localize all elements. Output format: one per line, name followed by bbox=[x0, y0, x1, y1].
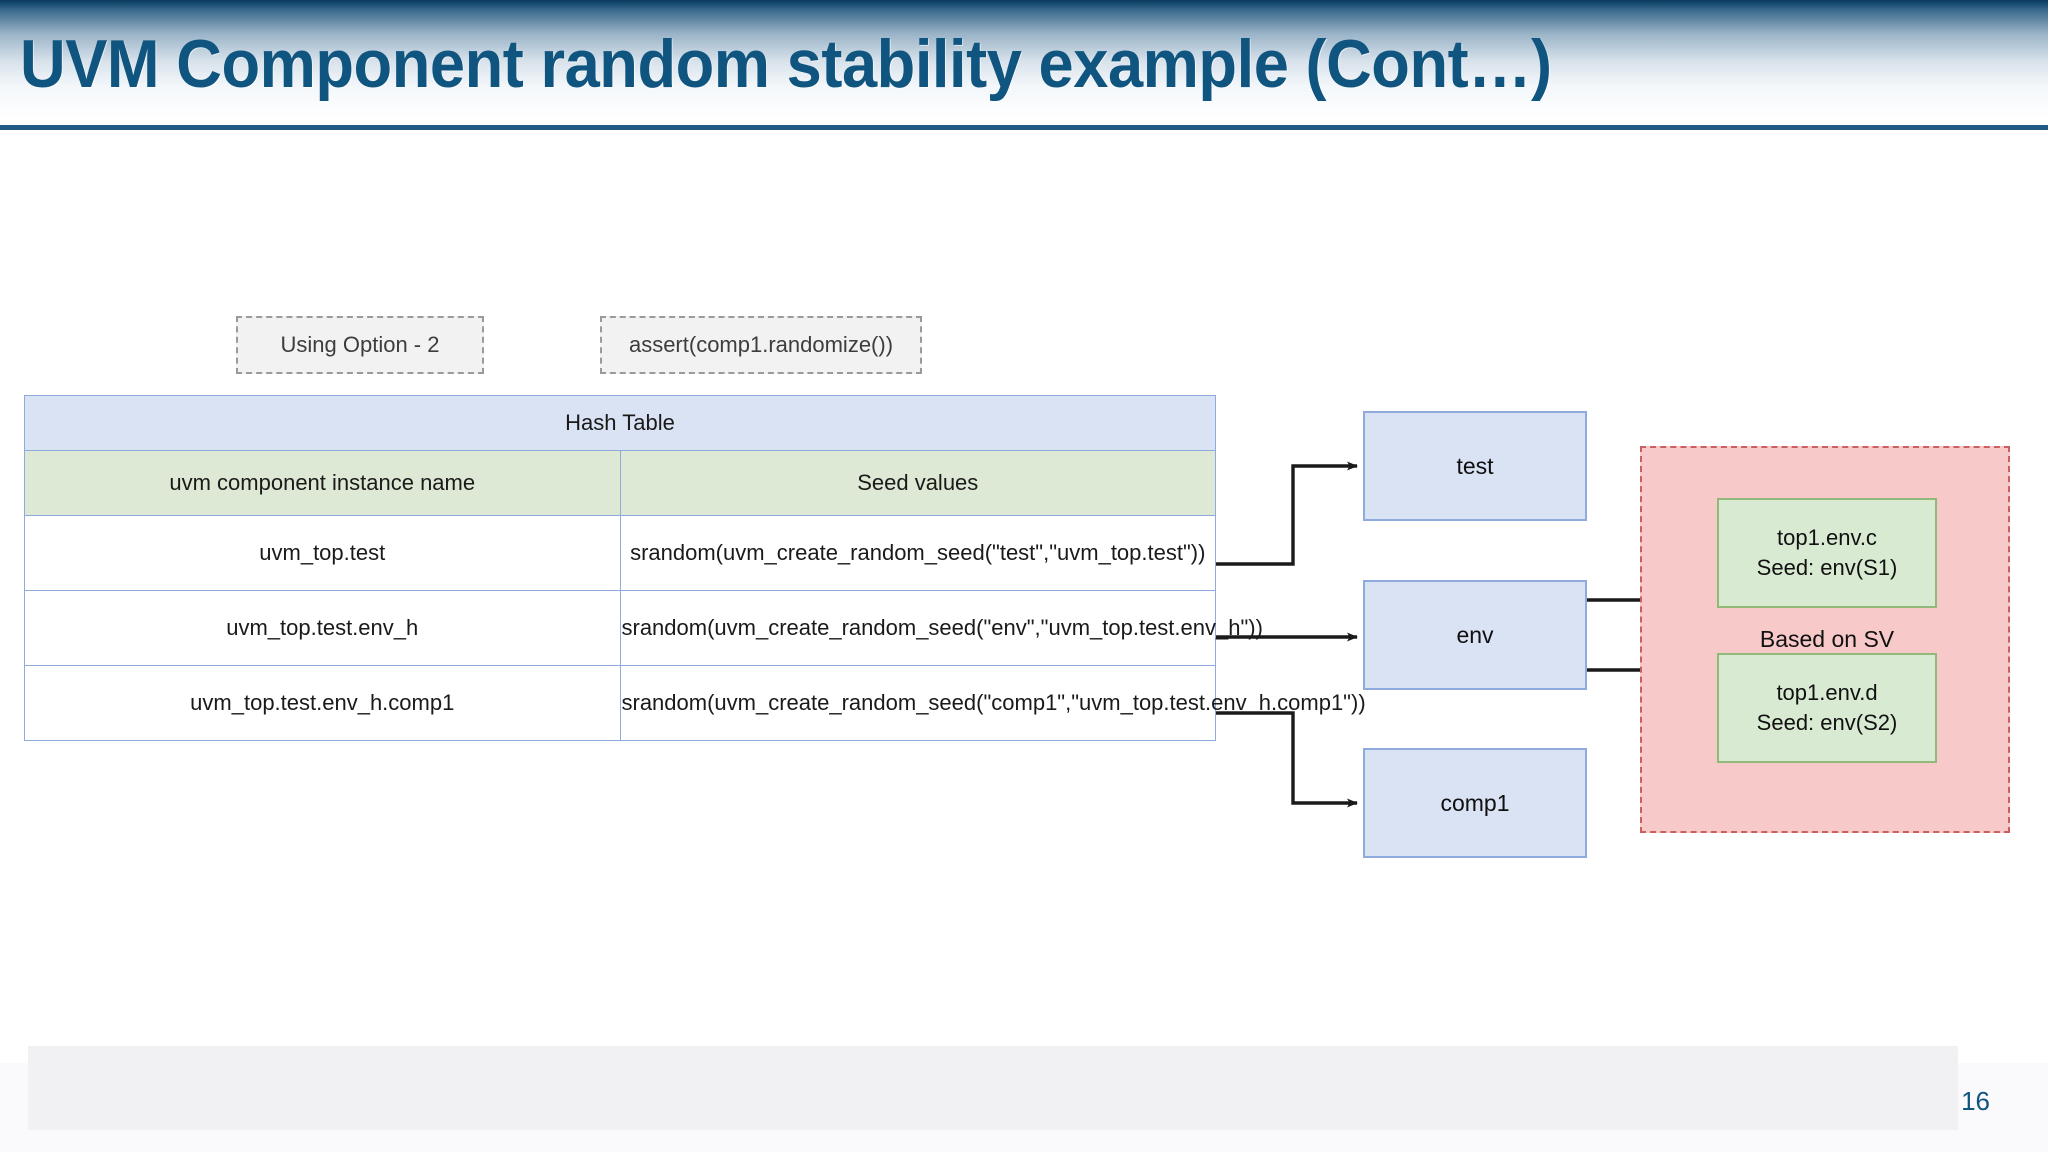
table-header-row: uvm component instance name Seed values bbox=[24, 450, 1216, 516]
sv-box-top1-env-c: top1.env.c Seed: env(S1) bbox=[1717, 498, 1937, 608]
table-row: uvm_top.test.env_h.comp1 srandom(uvm_cre… bbox=[24, 665, 1366, 741]
table-row: uvm_top.test srandom(uvm_create_random_s… bbox=[24, 515, 1216, 591]
callout-assert-randomize: assert(comp1.randomize()) bbox=[600, 316, 922, 374]
cell-seed-value-2: srandom(uvm_create_random_seed("env","uv… bbox=[619, 590, 1263, 666]
table-title-cell: Hash Table bbox=[24, 395, 1216, 451]
title-band bbox=[0, 0, 2048, 128]
page-number: 16 bbox=[1961, 1086, 1990, 1116]
callout-using-option: Using Option - 2 bbox=[236, 316, 484, 374]
page-title: UVM Component random stability example (… bbox=[20, 26, 1552, 102]
arrow-table-to-comp1 bbox=[1216, 711, 1358, 808]
component-box-env: env bbox=[1363, 580, 1587, 690]
column-header-seed-values: Seed values bbox=[619, 450, 1216, 516]
sv-box-top1-env-c-name: top1.env.c bbox=[1777, 525, 1877, 551]
sv-box-top1-env-d-name: top1.env.d bbox=[1776, 680, 1878, 706]
sv-box-top1-env-d-seed: Seed: env(S2) bbox=[1756, 710, 1898, 735]
arrow-table-to-test bbox=[1216, 461, 1358, 566]
sv-region-label: Based on SV bbox=[1759, 625, 1895, 652]
sv-box-top1-env-d: top1.env.d Seed: env(S2) bbox=[1717, 653, 1937, 763]
title-divider-rule bbox=[0, 125, 2048, 130]
footer-band bbox=[28, 1046, 1958, 1130]
cell-instance-name-3: uvm_top.test.env_h.comp1 bbox=[24, 665, 621, 741]
table-row: uvm_top.test.env_h srandom(uvm_create_ra… bbox=[24, 590, 1263, 666]
component-box-test: test bbox=[1363, 411, 1587, 521]
table-title-row: Hash Table bbox=[24, 395, 1216, 451]
sv-box-top1-env-c-seed: Seed: env(S1) bbox=[1756, 555, 1898, 580]
cell-instance-name-2: uvm_top.test.env_h bbox=[24, 590, 621, 666]
column-header-instance-name: uvm component instance name bbox=[24, 450, 621, 516]
hash-table: Hash Table uvm component instance name S… bbox=[24, 395, 1366, 741]
cell-seed-value-3: srandom(uvm_create_random_seed("comp1","… bbox=[619, 665, 1366, 741]
cell-seed-value-1: srandom(uvm_create_random_seed("test","u… bbox=[619, 515, 1216, 591]
component-box-comp1: comp1 bbox=[1363, 748, 1587, 858]
cell-instance-name-1: uvm_top.test bbox=[24, 515, 621, 591]
